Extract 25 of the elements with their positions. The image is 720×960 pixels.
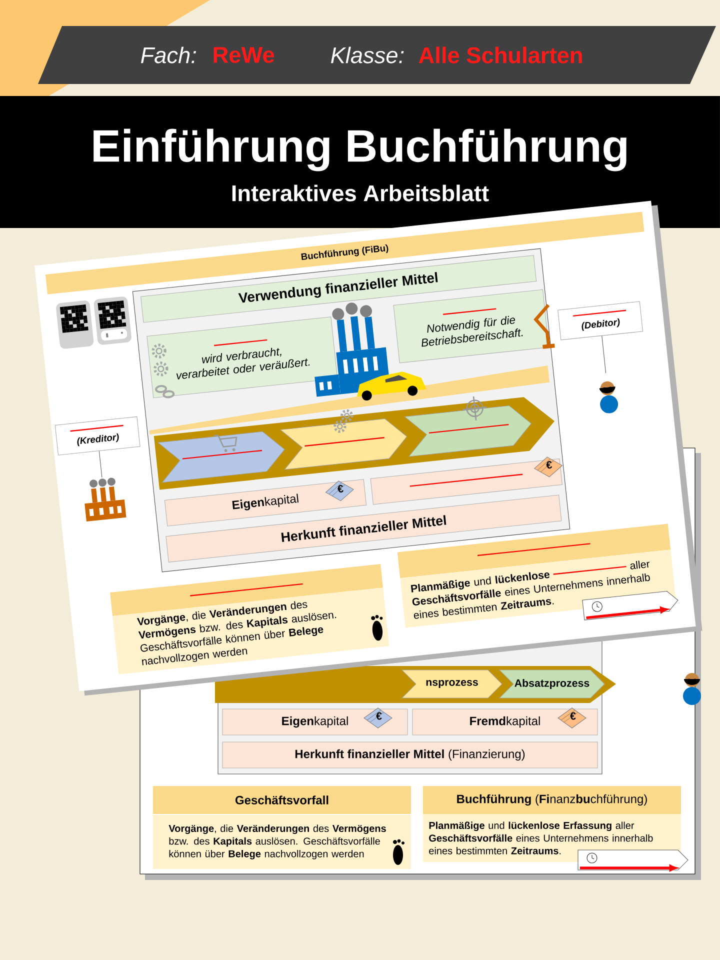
label: Alle Schularten [418,46,582,64]
card-body: Vorgänge, die Veränderungen des Vermögens bzw. des Kapitals auslösen. Geschäftsvorfälle können über Belege nachvollzogen werden [112,588,390,674]
factory-drawing [84,478,126,522]
label: ReWe [214,47,274,63]
leader-line [602,336,606,374]
header-band: Fach: ReWe Klasse: Alle Schularten [38,26,716,84]
leader-line [98,450,102,478]
process-step: nsprozess [401,670,502,698]
label: Fach: [140,46,196,64]
process-step [404,405,532,457]
process-step: Absatzprozess [498,670,605,698]
title-band: Einführung Buchführung Interaktives Arbeitsblatt [0,96,720,228]
callout-box: (Debitor) [558,301,644,340]
text-box: wird verbraucht, verarbeitet oder veräußert. [146,316,338,398]
person-icon [683,673,701,705]
capital-box [370,458,562,505]
callout-box: (Kreditor) [54,416,140,456]
heading-box: Herkunft finanzieller Mittel (Finanzierung) [222,742,598,768]
person-icon [599,381,618,414]
card-body: Planmäßige und lückenlose Erfassung aller Geschäftsvorfälle eines Unternehmens innerhalb eines bestimmten Zeitraums. [423,814,681,862]
label: Klasse: [330,46,404,64]
card-heading: Buchführung (Finanzbuchführung) [423,786,681,814]
card-heading: Geschäftsvorfall [153,786,411,814]
card-body: Vorgänge, die Veränderungen des Vermögens bzw. des Kapitals auslösen. Geschäftsvorfälle können über Belege nachvollzogen werden [153,815,411,869]
text-box: Notwendig für die Betriebsbereitschaft. [393,289,550,364]
